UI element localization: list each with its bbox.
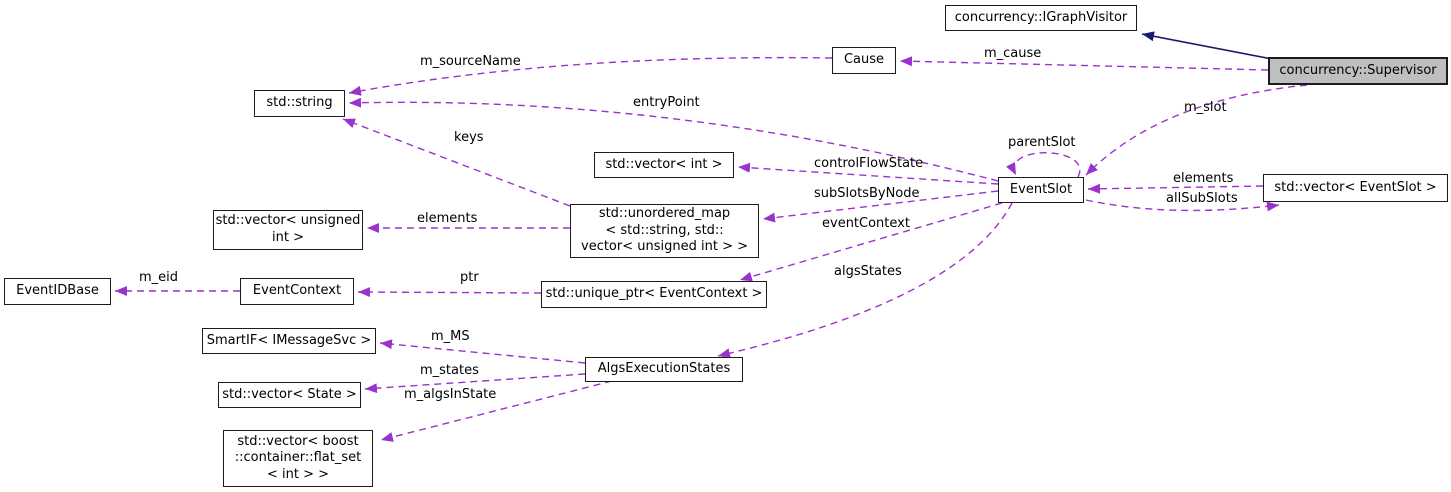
class-node-vector-event-slot[interactable]: std::vector< EventSlot > [1263,174,1448,202]
class-node-event-id-base-label: EventIDBase [16,283,99,299]
edge-m-slot [1085,84,1308,176]
class-node-unordered-map[interactable]: std::unordered_map < std::string, std:: … [570,204,759,258]
edge-label-sub-slots-by-node: subSlotsByNode [814,186,920,201]
class-node-std-string-label: std::string [266,95,333,111]
edge-m-source-name [348,56,833,96]
class-node-event-slot-label: EventSlot [1009,181,1073,197]
edge-label-all-sub-slots: allSubSlots [1166,191,1238,206]
class-node-supervisor[interactable]: concurrency::Supervisor [1268,57,1448,85]
edge-label-elements-right: elements [1173,171,1234,186]
edge-label-ptr: ptr [460,270,479,285]
class-node-event-slot[interactable]: EventSlot [998,177,1084,203]
class-node-std-string[interactable]: std::string [254,90,345,117]
class-node-vector-event-slot-label: std::vector< EventSlot > [1274,179,1437,195]
class-node-event-context[interactable]: EventContext [240,278,354,305]
class-node-smartif-imessagesvc-label: SmartIF< IMessageSvc > [206,332,372,348]
class-node-vector-flat-set-label: std::vector< boost ::container::flat_set… [234,433,362,482]
edge-label-m-ms: m_MS [431,329,470,344]
edge-control-flow-state [737,162,999,185]
class-node-unique-ptr-event-context-label: std::unique_ptr< EventContext > [545,286,763,302]
edge-algs-states [717,202,1013,359]
class-node-vector-unsigned-int[interactable]: std::vector< unsigned int > [213,210,363,250]
class-node-vector-state[interactable]: std::vector< State > [218,382,361,408]
class-node-unordered-map-label: std::unordered_map < std::string, std:: … [581,206,748,255]
edge-parent-slot-loop [1006,152,1081,178]
edge-label-event-context: eventContext [822,216,910,231]
class-node-vector-flat-set[interactable]: std::vector< boost ::container::flat_set… [223,430,373,487]
edge-label-control-flow-state: controlFlowState [814,156,924,171]
class-node-event-context-label: EventContext [252,283,342,299]
edge-label-m-algs-in-state: m_algsInState [404,387,497,402]
edge-label-parent-slot: parentSlot [1008,135,1076,150]
class-node-igraph-visitor[interactable]: concurrency::IGraphVisitor [945,5,1137,31]
edge-ptr [357,287,542,298]
class-node-cause-label: Cause [843,52,885,68]
edge-entry-point [348,97,999,182]
edge-inheritance-supervisor-igraphvisitor [1141,31,1273,60]
edge-m-algs-in-state [380,380,613,442]
class-node-smartif-imessagesvc[interactable]: SmartIF< IMessageSvc > [202,328,376,354]
edge-all-sub-slots [1085,199,1280,212]
class-node-cause[interactable]: Cause [832,47,896,74]
edge-label-m-slot: m_slot [1184,100,1227,115]
class-node-vector-state-label: std::vector< State > [222,386,357,402]
edge-label-entry-point: entryPoint [633,95,700,110]
class-node-event-id-base[interactable]: EventIDBase [4,278,111,305]
class-node-vector-int-label: std::vector< int > [605,156,723,172]
edge-label-m-states: m_states [420,363,479,378]
edge-m-states [364,373,586,394]
class-node-algs-execution-states[interactable]: AlgsExecutionStates [585,357,743,382]
edge-label-algs-states: algsStates [834,264,902,279]
edge-keys [342,118,571,207]
edge-label-m-source-name: m_sourceName [420,54,521,69]
edge-elements-eventslot [1087,183,1264,194]
edge-sub-slots-by-node [762,190,999,223]
class-node-vector-unsigned-int-label: std::vector< unsigned int > [215,213,361,245]
edge-label-keys: keys [454,130,484,145]
edge-label-m-eid: m_eid [139,270,179,285]
class-node-algs-execution-states-label: AlgsExecutionStates [597,361,731,377]
edge-label-elements-left: elements [417,211,478,226]
class-node-unique-ptr-event-context[interactable]: std::unique_ptr< EventContext > [541,281,767,308]
edge-event-context [739,202,1003,282]
class-node-vector-int[interactable]: std::vector< int > [594,152,734,178]
edge-m-cause [899,56,1269,71]
edge-label-m-cause: m_cause [984,46,1042,61]
class-node-igraph-visitor-label: concurrency::IGraphVisitor [954,9,1128,25]
edge-m-ms [379,339,586,364]
class-node-supervisor-label: concurrency::Supervisor [1279,62,1437,78]
